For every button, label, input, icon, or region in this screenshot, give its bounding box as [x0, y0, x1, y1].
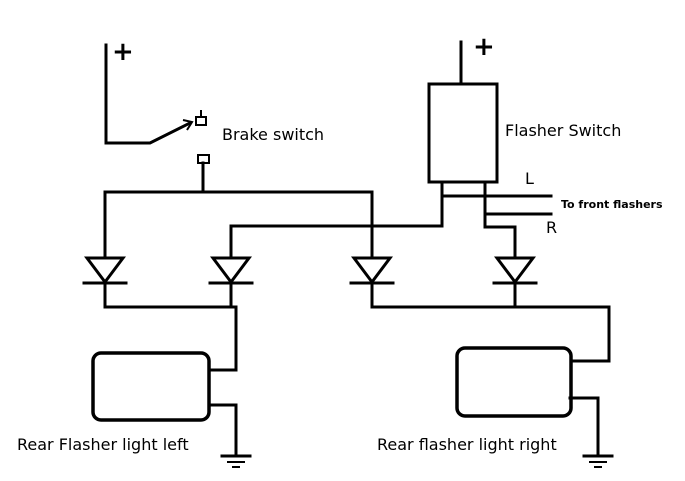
right-lamp-feed-wire: [370, 305, 611, 363]
diode-3-triangle: [351, 256, 393, 285]
rear-left-lamp-label: Rear Flasher light left: [17, 435, 189, 454]
brake-supply-plus: +: [112, 37, 134, 67]
flasher-right-output-wire: [483, 180, 517, 260]
left-lamp-ground-wire: [207, 403, 238, 458]
flasher-switch-label: Flasher Switch: [505, 121, 621, 140]
diode-1-triangle: [84, 256, 126, 285]
rear-right-lamp: [455, 346, 573, 418]
diode-1: [82, 256, 128, 309]
flasher-switch-box: [427, 82, 499, 184]
front-flasher-l-label: L: [525, 169, 534, 188]
diode-2-triangle: [210, 256, 252, 285]
brake-supply: +: [104, 37, 194, 145]
right-ground-icon: [582, 454, 614, 468]
brake-switch-contact-top: [195, 116, 207, 126]
left-lamp-feed-wire: [103, 305, 238, 372]
right-lamp-ground-wire: [568, 396, 600, 458]
brake-supply-wire: [104, 43, 193, 145]
diode-4-triangle: [494, 256, 536, 285]
brake-switch-lever-arrow: [182, 119, 194, 131]
rear-left-lamp: [91, 351, 211, 422]
front-flasher-r-label: R: [546, 218, 557, 237]
flasher-left-output-wire: [229, 180, 444, 260]
brake-switch-label: Brake switch: [222, 125, 324, 144]
diode-2: [208, 256, 254, 309]
brake-switch: Brake switch: [195, 110, 324, 164]
flasher-supply-plus: +: [473, 32, 495, 62]
rear-right-lamp-label: Rear flasher light right: [377, 435, 557, 454]
left-ground-icon: [220, 454, 252, 468]
to-front-flashers-label: To front flashers: [561, 198, 663, 211]
diode-3: [349, 256, 395, 309]
diode-4: [492, 256, 538, 309]
flasher-switch: + Flasher Switch: [427, 32, 621, 184]
